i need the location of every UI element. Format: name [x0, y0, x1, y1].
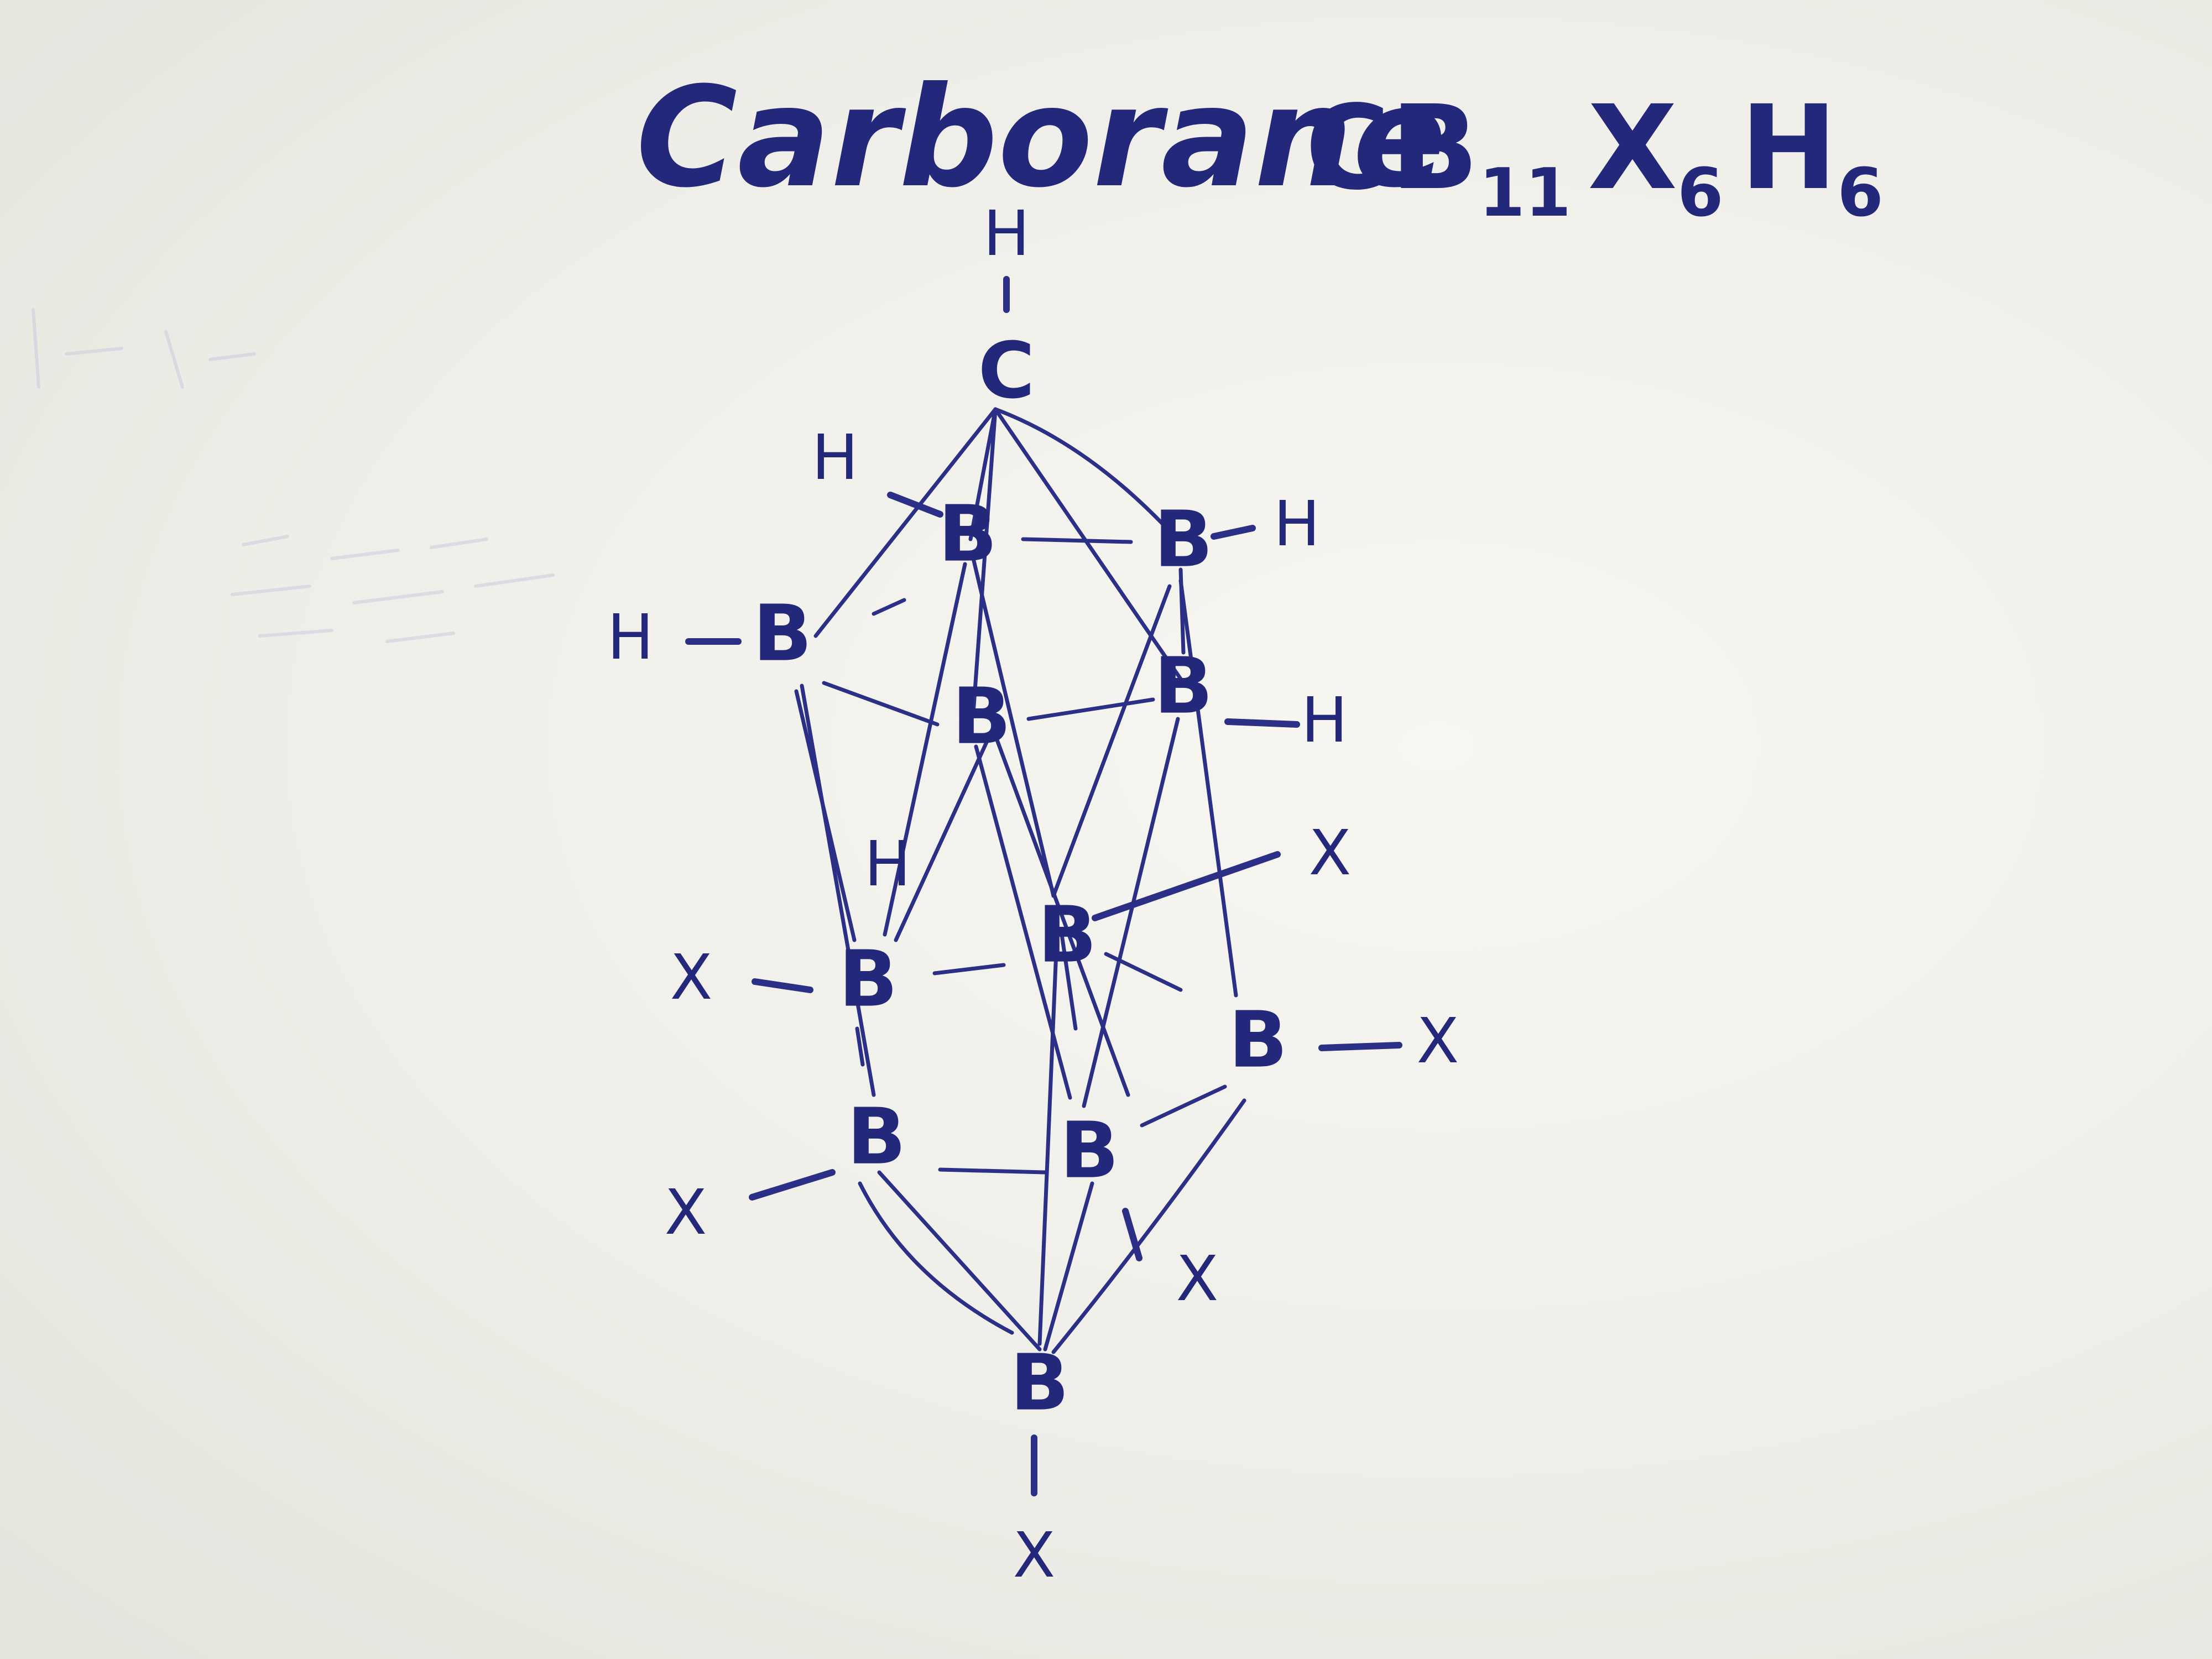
cage-atoms: C B B B B B B B B B B B	[753, 326, 1288, 1428]
bond-b9-b12	[858, 1181, 1014, 1335]
atom-b10: B	[1060, 1106, 1119, 1196]
atom-b4: B	[1154, 641, 1213, 732]
paper-bleed-through	[32, 308, 555, 643]
bond-b3-b8	[1178, 578, 1238, 998]
formula-h: H	[1740, 80, 1838, 216]
atom-b8: B	[1229, 995, 1288, 1086]
atom-h-on-b1: H	[607, 602, 654, 674]
bond-x-b6	[752, 978, 813, 993]
atom-x-on-b6: X	[670, 942, 713, 1014]
atom-x-on-b7: X	[1309, 817, 1352, 889]
atom-h-on-b3: H	[1274, 488, 1320, 560]
atom-x-on-b12: X	[1013, 1520, 1056, 1592]
bond-b7-b10	[1060, 932, 1078, 1031]
bond-b4-b5	[1026, 697, 1155, 721]
atom-x-on-b9: X	[665, 1177, 707, 1249]
bond-b3-b7	[1051, 584, 1172, 898]
atom-b12: B	[1010, 1338, 1070, 1428]
bond-b5-b6	[894, 739, 989, 942]
atom-c1: C	[978, 326, 1035, 416]
bond-b1-b2	[872, 598, 906, 616]
bond-b10-b8	[1140, 1084, 1227, 1128]
bond-x-b8	[1318, 1042, 1402, 1051]
bond-c-b2	[968, 407, 998, 541]
bond-b7-b8	[1104, 952, 1183, 992]
atom-b2: B	[938, 489, 998, 580]
title-name: Carborane	[636, 57, 1447, 218]
bond-b7-b12	[1037, 949, 1058, 1346]
bond-b4-b10	[1082, 717, 1180, 1108]
formula-b-count: 11	[1479, 155, 1571, 232]
atom-b5: B	[952, 672, 1011, 762]
bond-b1-b5	[822, 681, 940, 727]
atom-b3: B	[1154, 495, 1213, 585]
atom-b1: B	[753, 589, 812, 679]
exo-bonds	[685, 276, 1402, 1496]
bond-b2-b3	[1021, 537, 1133, 544]
substituents: H H H H H H X X X X X X	[607, 198, 1459, 1592]
bond-c-b3	[993, 407, 1166, 528]
bond-c-b1	[813, 407, 998, 638]
bond-b2-b7	[971, 556, 1056, 898]
formula-x-count: 6	[1677, 155, 1724, 232]
formula-h-count: 6	[1837, 155, 1884, 232]
bond-b2-b6	[883, 562, 967, 937]
bond-b6-b7	[932, 963, 1006, 975]
atom-b7: B	[1038, 890, 1097, 980]
bond-b1-b9	[800, 684, 876, 1097]
bond-x-b9	[749, 1169, 836, 1201]
bond-c-b5	[971, 407, 998, 716]
bond-h-b2	[887, 492, 943, 518]
bond-b9-b12b	[877, 1170, 1042, 1352]
bond-h-b4	[1224, 718, 1300, 728]
formula-c-b: CB	[1305, 80, 1479, 216]
bond-b10-b12	[1043, 1181, 1094, 1352]
bond-x-b7	[1092, 851, 1281, 921]
cage-bonds	[794, 407, 1246, 1354]
atom-b6: B	[839, 935, 898, 1025]
atom-h-on-b5: H	[864, 828, 911, 900]
atom-h-on-b4: H	[1301, 685, 1348, 757]
bond-h-b3	[1211, 525, 1256, 540]
bond-b8-b12	[1051, 1098, 1246, 1354]
bond-b9-b10	[938, 1167, 1047, 1175]
atom-h-on-c: H	[983, 198, 1030, 270]
bond-x-b10	[1122, 1208, 1142, 1261]
atom-x-on-b10: X	[1176, 1243, 1219, 1315]
bond-b5-b10b	[993, 733, 1130, 1097]
atom-h-on-b2: H	[812, 422, 858, 494]
atom-x-on-b8: X	[1417, 1005, 1459, 1077]
formula-x: X	[1588, 80, 1677, 216]
bond-b6-b9	[855, 1026, 865, 1067]
atom-b9: B	[847, 1092, 906, 1182]
